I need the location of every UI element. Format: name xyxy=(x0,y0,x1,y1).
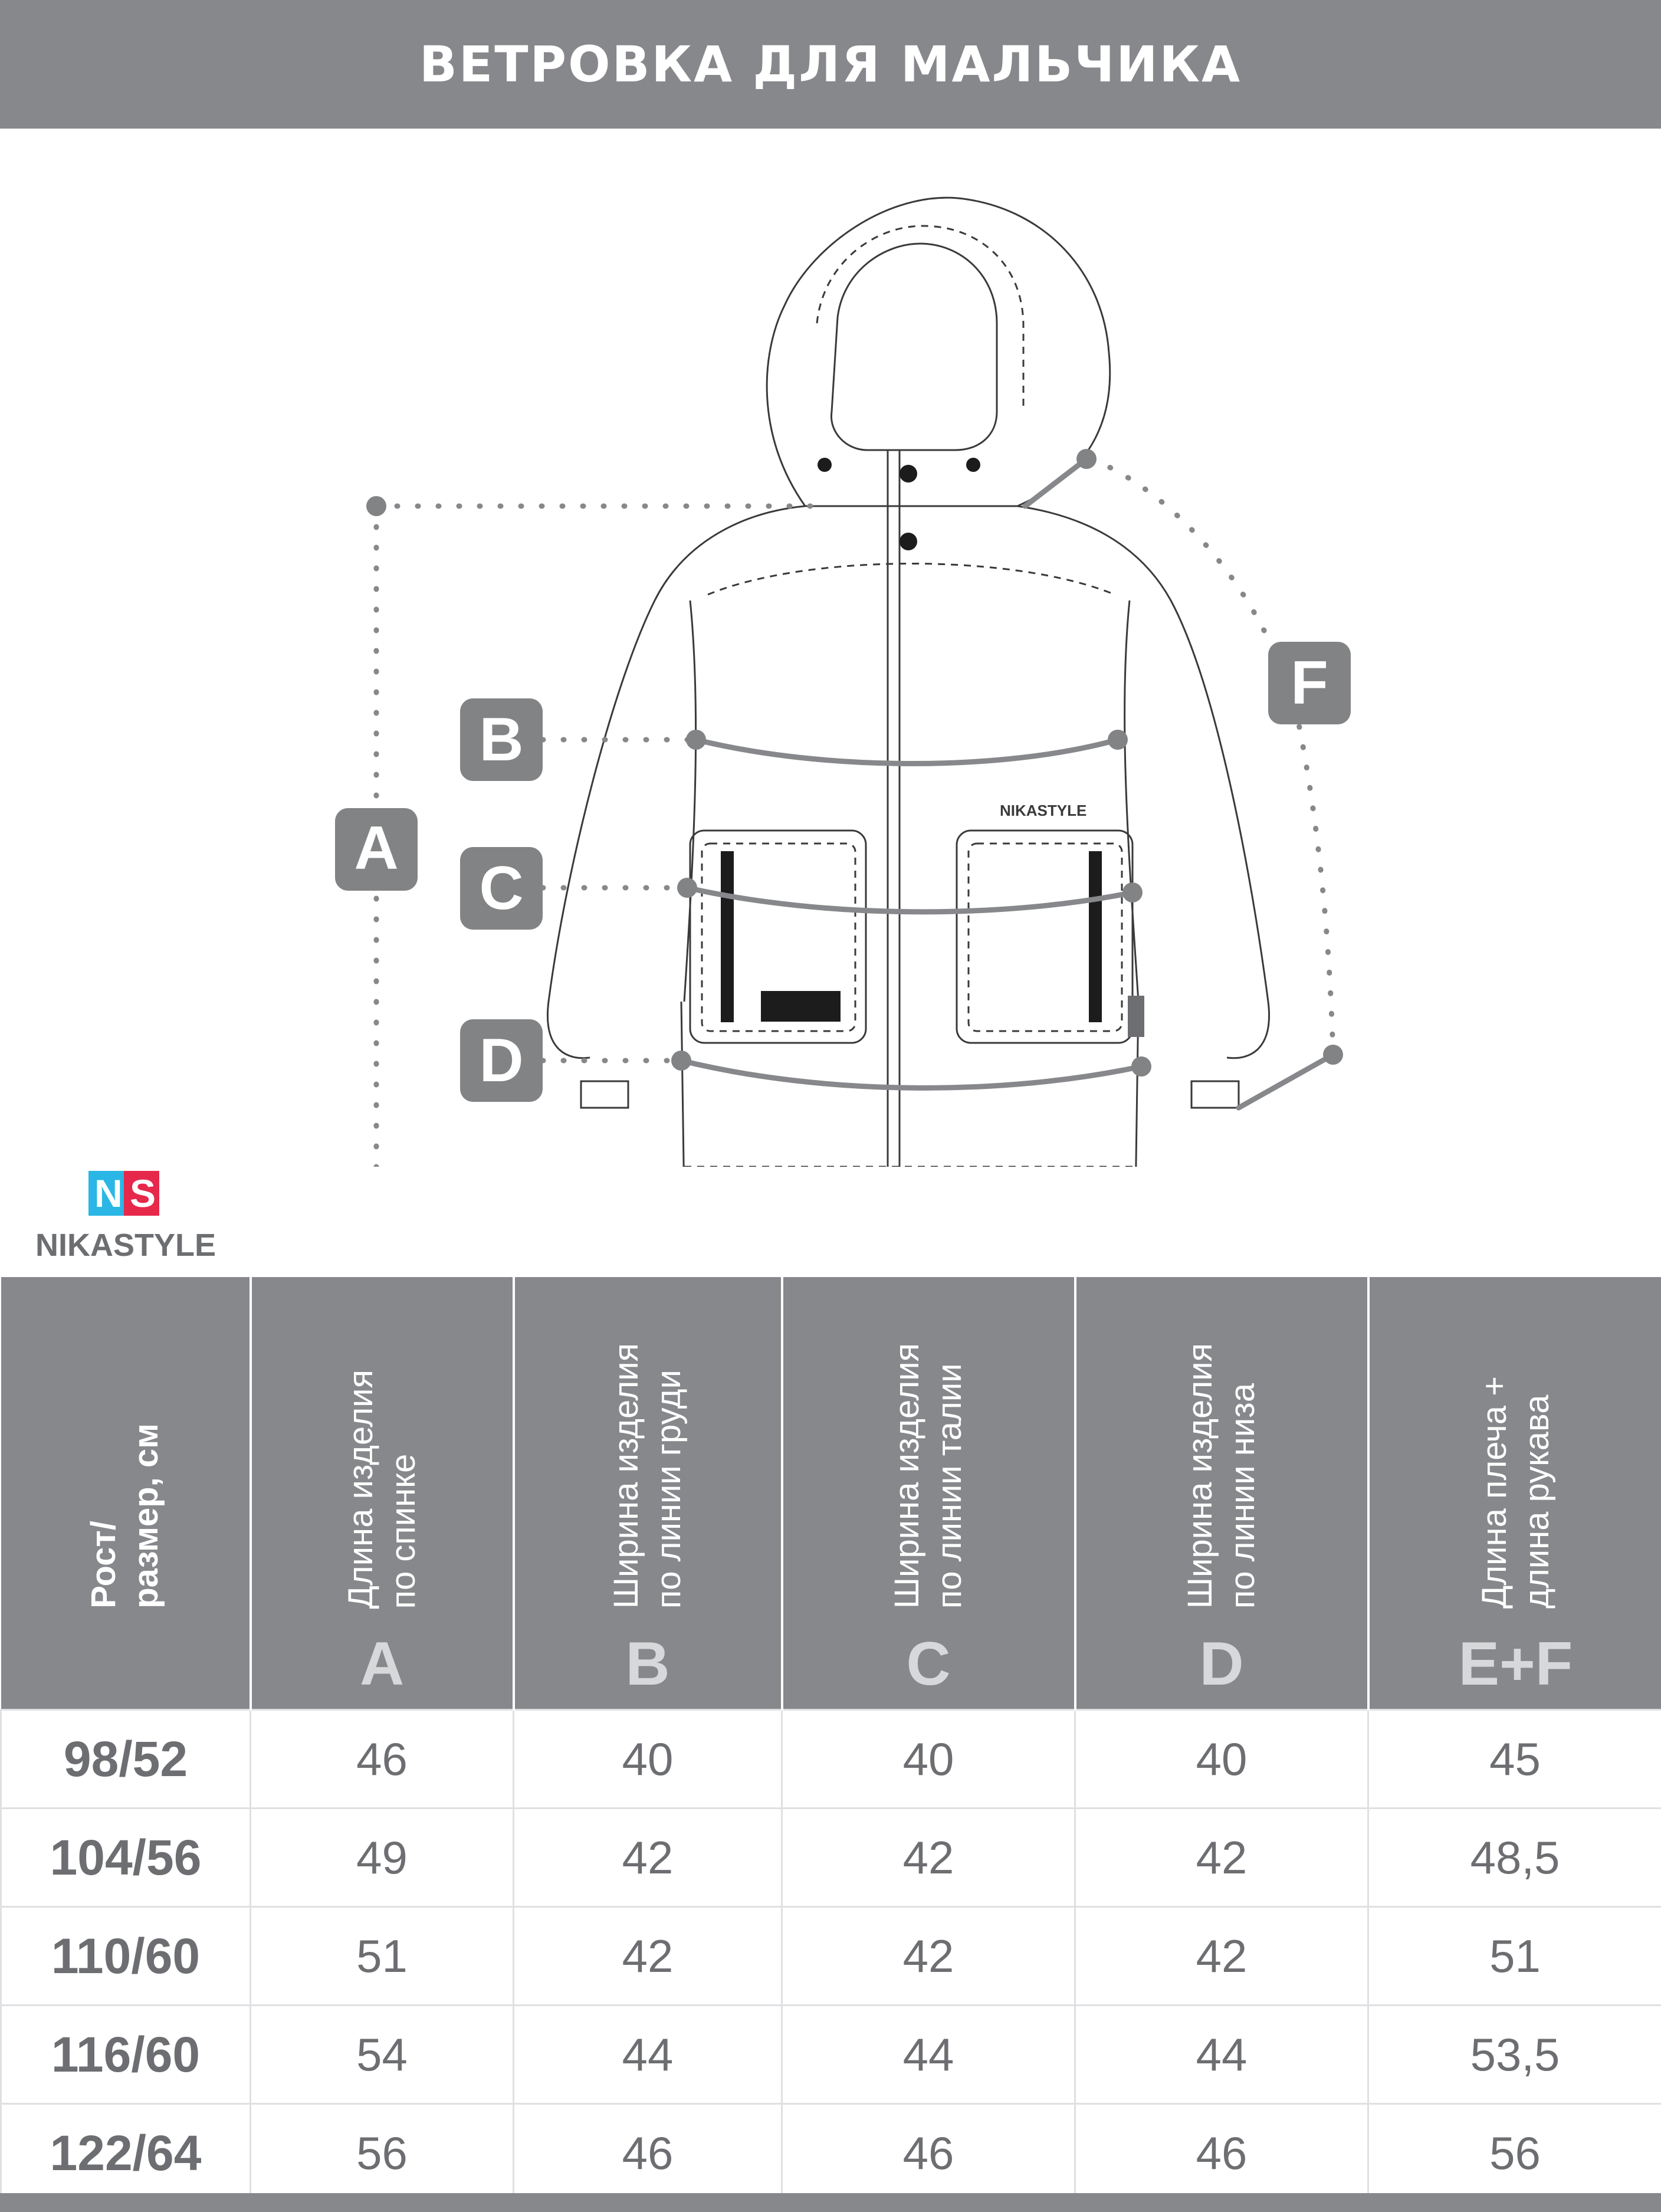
bottom-bar xyxy=(0,2193,1661,2212)
table-cell: 46 xyxy=(1074,2103,1369,2203)
table-cell: 48,5 xyxy=(1367,1807,1661,1908)
measure-dots xyxy=(366,449,1343,1077)
header-label: Ширина изделия по линии талии xyxy=(888,1343,969,1609)
page-title: ВЕТРОВКА ДЛЯ МАЛЬЧИКА xyxy=(419,35,1242,93)
table-cell: 40 xyxy=(513,1709,783,1809)
table-cell: 53,5 xyxy=(1367,2004,1661,2105)
chest-brand-label: NIKASTYLE xyxy=(1000,802,1086,819)
marker-d: D xyxy=(460,1019,543,1102)
table-cell: 42 xyxy=(513,1906,783,2006)
table-cell: 56 xyxy=(250,2103,514,2203)
header-letter: D xyxy=(1199,1630,1244,1698)
table-cell: 42 xyxy=(1074,1906,1369,2006)
table-cell: 42 xyxy=(513,1807,783,1908)
table-header-row: Рост/ размер, см Длина изделия по спинке… xyxy=(1,1277,1661,1710)
table-cell: 51 xyxy=(250,1906,514,2006)
marker-c: C xyxy=(460,847,543,930)
header-label: Длина плеча + длина рукава xyxy=(1475,1376,1556,1609)
table-cell: 40 xyxy=(781,1709,1076,1809)
marker-b: B xyxy=(460,698,543,781)
header-label: Ширина изделия по линии груди xyxy=(607,1343,688,1609)
header-label: Длина изделия по спинке xyxy=(341,1369,422,1609)
table-cell-size: 110/60 xyxy=(0,1906,251,2006)
marker-c-label: C xyxy=(479,854,523,923)
header-label: Рост/ размер, см xyxy=(84,1423,165,1609)
table-cell: 44 xyxy=(781,2004,1076,2105)
brand-name: NIKASTYLE xyxy=(35,1228,216,1263)
title-bar: ВЕТРОВКА ДЛЯ МАЛЬЧИКА xyxy=(0,0,1661,129)
table-cell-size: 122/64 xyxy=(0,2103,251,2203)
table-row: 104/56 49 42 42 42 48,5 xyxy=(0,1807,1661,1908)
jacket-diagram: NIKASTYLE A B C D F xyxy=(335,196,1351,1167)
brand-logo: N S NIKASTYLE xyxy=(35,1171,216,1263)
measure-lines xyxy=(678,456,1336,1111)
marker-f: F xyxy=(1268,642,1351,724)
marker-d-label: D xyxy=(479,1026,523,1095)
table-cell-size: 116/60 xyxy=(0,2004,251,2105)
table-row: 110/60 51 42 42 42 51 xyxy=(0,1906,1661,2006)
table-cell: 56 xyxy=(1367,2103,1661,2203)
table-cell-size: 98/52 xyxy=(0,1709,251,1809)
table-cell: 46 xyxy=(250,1709,514,1809)
header-letter: B xyxy=(625,1630,670,1698)
measure-dotted xyxy=(373,456,1336,1167)
marker-f-label: F xyxy=(1291,649,1328,717)
jacket-outline xyxy=(547,196,1270,1167)
table-cell: 42 xyxy=(781,1906,1076,2006)
logo-letter-n: N xyxy=(94,1171,123,1215)
marker-b-label: B xyxy=(479,705,523,774)
table-row: 122/64 56 46 46 46 56 xyxy=(0,2103,1661,2203)
header-letter: E+F xyxy=(1458,1630,1573,1698)
logo-letter-s: S xyxy=(130,1171,156,1215)
marker-a: A xyxy=(335,808,418,891)
table-cell: 42 xyxy=(1074,1807,1369,1908)
table-cell: 46 xyxy=(513,2103,783,2203)
table-row: 116/60 54 44 44 44 53,5 xyxy=(0,2004,1661,2105)
table-cell: 49 xyxy=(250,1807,514,1908)
size-table: Рост/ размер, см Длина изделия по спинке… xyxy=(0,1277,1661,2203)
table-cell: 46 xyxy=(781,2103,1076,2203)
table-cell: 45 xyxy=(1367,1709,1661,1809)
header-ef: Длина плеча + длина рукава E+F xyxy=(1367,1277,1661,1710)
marker-a-label: A xyxy=(354,814,398,882)
table-cell: 54 xyxy=(250,2004,514,2105)
table-cell: 42 xyxy=(781,1807,1076,1908)
header-b: Ширина изделия по линии груди B xyxy=(512,1277,782,1710)
header-d: Ширина изделия по линии низа D xyxy=(1074,1277,1368,1710)
brand-logo-mark: N S xyxy=(88,1171,159,1216)
table-cell-size: 104/56 xyxy=(0,1807,251,1908)
header-label: Ширина изделия по линии низа xyxy=(1181,1343,1262,1609)
header-c: Ширина изделия по линии талии C xyxy=(780,1277,1075,1710)
header-a: Длина изделия по спинке A xyxy=(249,1277,514,1710)
table-cell: 40 xyxy=(1074,1709,1369,1809)
table-cell: 51 xyxy=(1367,1906,1661,2006)
table-row: 98/52 46 40 40 40 45 xyxy=(0,1709,1661,1809)
header-size: Рост/ размер, см xyxy=(1,1277,251,1710)
header-letter: A xyxy=(359,1630,405,1698)
table-cell: 44 xyxy=(1074,2004,1369,2105)
table-cell: 44 xyxy=(513,2004,783,2105)
header-letter: C xyxy=(906,1630,951,1698)
